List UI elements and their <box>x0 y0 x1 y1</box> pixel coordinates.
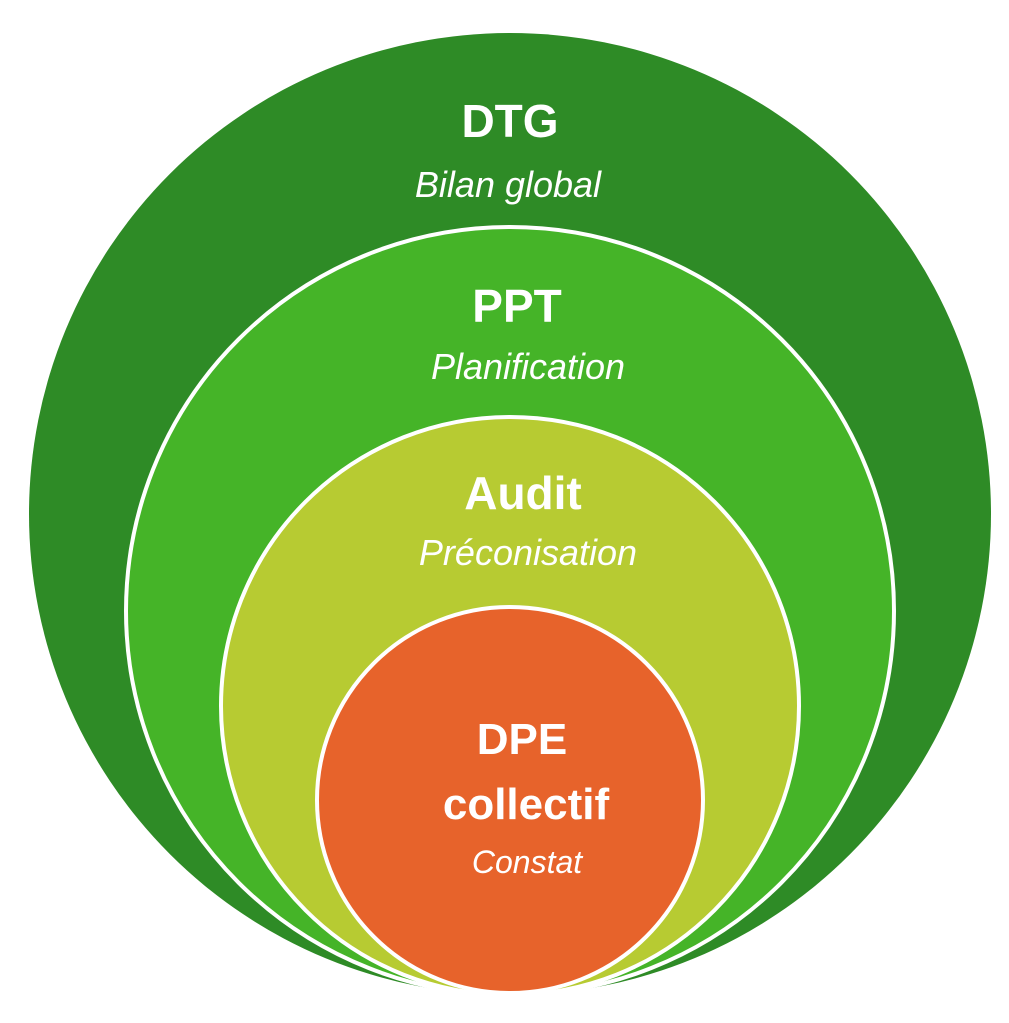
ring-audit-sublabel: Préconisation <box>419 532 637 573</box>
ring-dtg-label: DTG <box>461 95 558 147</box>
ring-ppt-sublabel: Planification <box>431 346 625 387</box>
ring-dpe-circle <box>315 605 705 995</box>
ring-dpe-label-line1: DPE <box>477 715 567 764</box>
ring-audit-label: Audit <box>464 467 582 519</box>
ring-dpe-label-line2: collectif <box>443 780 610 829</box>
ring-dpe-sublabel: Constat <box>472 844 583 880</box>
ring-dtg-sublabel: Bilan global <box>415 164 602 205</box>
ring-ppt-label: PPT <box>472 280 561 332</box>
